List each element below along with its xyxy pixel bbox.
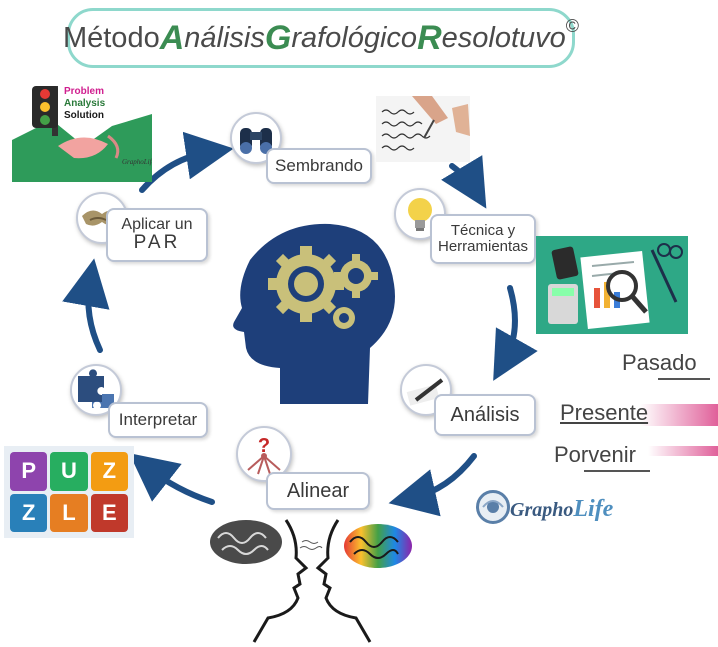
puzzle-piece-z2: Z bbox=[10, 493, 48, 532]
sign-analysis-label: Analysis bbox=[64, 98, 106, 109]
logo-grapho-text: Grapho bbox=[510, 499, 574, 521]
label-pasado: Pasado bbox=[622, 350, 697, 376]
porvenir-highlight-bar bbox=[648, 446, 718, 456]
large-gear-icon bbox=[268, 246, 344, 322]
step-aplicar-label: Aplicar un bbox=[121, 215, 193, 233]
step-sembrando: Sembrando bbox=[266, 148, 372, 184]
step-par-label: PAR bbox=[133, 232, 181, 254]
title-word-metodo: Método bbox=[62, 21, 160, 54]
puzzle-piece-e: E bbox=[90, 493, 128, 532]
graphologo-wordmark: GraphoLife bbox=[510, 496, 613, 523]
problem-analysis-solution-text: Problem Analysis Solution bbox=[64, 86, 105, 122]
arrow-tecnica-to-analisis bbox=[493, 285, 538, 381]
step-aplicar-par: Aplicar un PAR bbox=[106, 208, 208, 262]
label-presente: Presente bbox=[560, 400, 648, 426]
head-with-gears-icon bbox=[233, 223, 395, 404]
puzzle-piece-l: L bbox=[50, 493, 88, 532]
puzzle-piece-p: P bbox=[10, 452, 48, 491]
arrow-aplicar-to-sembrando bbox=[139, 131, 234, 193]
handwriting-photo bbox=[376, 96, 470, 162]
puzzle-piece-u: U bbox=[50, 452, 88, 491]
arrow-analisis-to-alinear bbox=[388, 453, 477, 517]
problem-analysis-solution-illustration: GraphoLife Problem Analysis Solution bbox=[12, 86, 152, 182]
arrow-alinear-to-interpretar bbox=[129, 453, 215, 505]
step-herramientas-label: Herramientas bbox=[437, 238, 529, 255]
graphologo-icon bbox=[476, 490, 510, 524]
label-porvenir-text: Porvenir bbox=[554, 442, 636, 467]
title-word-resolotuvo: esolotuvo bbox=[441, 21, 566, 54]
pasado-underline bbox=[658, 378, 710, 380]
facing-profiles-icon bbox=[252, 519, 372, 643]
sign-problem-label: Problem bbox=[64, 86, 105, 97]
analysis-tools-illustration bbox=[536, 236, 688, 334]
title-initial-a: A bbox=[159, 18, 185, 57]
two-faces-brains-illustration bbox=[210, 519, 412, 643]
puzzle-pieces-icon bbox=[70, 364, 122, 416]
step-analisis: Análisis bbox=[434, 394, 536, 436]
rainbow-brain-icon bbox=[344, 524, 412, 568]
title-initial-r: R bbox=[417, 18, 442, 57]
label-porvenir: Porvenir bbox=[554, 442, 636, 468]
step-tecnica-herramientas: Técnica y Herramientas bbox=[430, 214, 536, 264]
arrow-sembrando-to-tecnica bbox=[441, 155, 487, 209]
copyright-symbol: © bbox=[565, 15, 580, 36]
step-alinear-label: Alinear bbox=[286, 480, 350, 502]
step-tecnica-label: Técnica y bbox=[450, 221, 516, 239]
title-word-grafologico: rafológico bbox=[291, 21, 418, 54]
arrow-interpretar-to-aplicar bbox=[62, 258, 110, 353]
step-analisis-label: Análisis bbox=[450, 404, 520, 426]
title-word-analisis: nálisis bbox=[184, 21, 265, 54]
step-interpretar: Interpretar bbox=[108, 402, 208, 438]
porvenir-underline bbox=[584, 470, 650, 472]
step-interpretar-label: Interpretar bbox=[118, 409, 198, 429]
grey-brain-icon bbox=[210, 520, 282, 564]
title-initial-g: G bbox=[264, 18, 292, 57]
label-presente-text: Presente bbox=[560, 400, 649, 425]
small-gear-icon bbox=[334, 254, 378, 298]
puzzle-illustration: P U Z Z L E bbox=[4, 446, 134, 538]
logo-life-text: Life bbox=[573, 496, 614, 522]
puzzle-piece-z1: Z bbox=[90, 452, 128, 491]
step-alinear: Alinear bbox=[266, 472, 370, 510]
presente-highlight-bar bbox=[640, 404, 718, 426]
tiny-gear-icon bbox=[333, 307, 355, 329]
label-pasado-text: Pasado bbox=[622, 350, 697, 375]
step-sembrando-label: Sembrando bbox=[275, 155, 363, 175]
svg-text:GraphoLife: GraphoLife bbox=[122, 158, 152, 166]
sign-solution-label: Solution bbox=[64, 110, 104, 121]
svg-text:?: ? bbox=[258, 435, 270, 457]
